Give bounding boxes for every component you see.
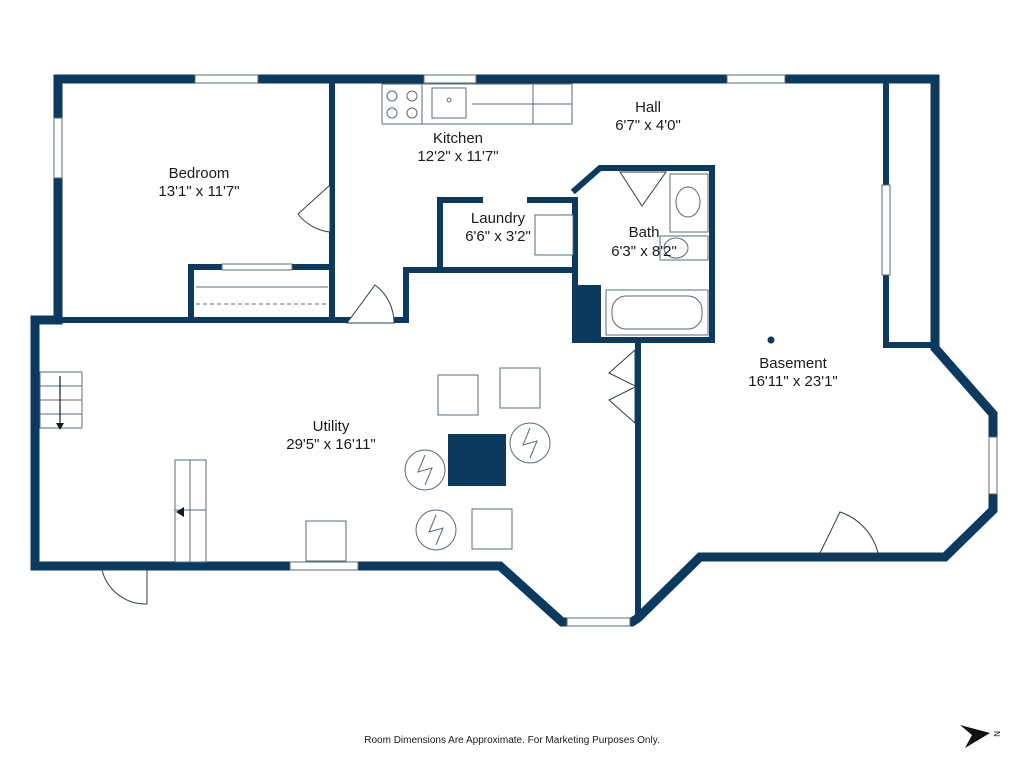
- laundry-appliance: [534, 214, 574, 256]
- hall-dims: 6'7" x 4'0": [615, 117, 681, 134]
- kitchen-name: Kitchen: [433, 130, 483, 147]
- compass-label: N: [992, 731, 1001, 737]
- basement-marker: [767, 336, 775, 344]
- room-label-bedroom: Bedroom 13'1" x 11'7": [158, 165, 239, 200]
- hall-name: Hall: [635, 99, 661, 116]
- utility-dims: 29'5" x 16'11": [286, 436, 376, 453]
- compass: N: [960, 725, 1001, 748]
- room-label-laundry: Laundry 6'6" x 3'2": [465, 210, 531, 245]
- room-label-utility: Utility 29'5" x 16'11": [286, 418, 376, 453]
- room-label-basement: Basement 16'11" x 23'1": [748, 355, 838, 390]
- interior-walls: [55, 79, 938, 621]
- room-label-kitchen: Kitchen 12'2" x 11'7": [417, 130, 498, 165]
- closet: [196, 263, 328, 305]
- basement-dims: 16'11" x 23'1": [748, 373, 838, 390]
- utility-stairs-lower: [174, 459, 207, 563]
- laundry-dims: 6'6" x 3'2": [465, 228, 531, 245]
- kitchen-counter: [381, 83, 573, 125]
- bath-name: Bath: [629, 224, 660, 241]
- bath-fixtures: [605, 173, 709, 336]
- utility-name: Utility: [313, 418, 350, 435]
- kitchen-dims: 12'2" x 11'7": [417, 148, 498, 165]
- room-label-bath: Bath 6'3" x 8'2": [611, 224, 677, 260]
- basement-name: Basement: [759, 355, 827, 372]
- stairs: [39, 371, 83, 430]
- laundry-name: Laundry: [471, 210, 526, 227]
- utility-appliances: [305, 367, 551, 562]
- bath-dims: 6'3" x 8'2": [611, 243, 677, 260]
- disclaimer-text: Room Dimensions Are Approximate. For Mar…: [364, 735, 660, 746]
- doors: [101, 171, 879, 605]
- bedroom-name: Bedroom: [169, 165, 230, 182]
- windows: [53, 74, 998, 627]
- bedroom-dims: 13'1" x 11'7": [158, 183, 239, 200]
- north-arrow-icon: [960, 725, 990, 748]
- room-label-hall: Hall 6'7" x 4'0": [615, 99, 681, 134]
